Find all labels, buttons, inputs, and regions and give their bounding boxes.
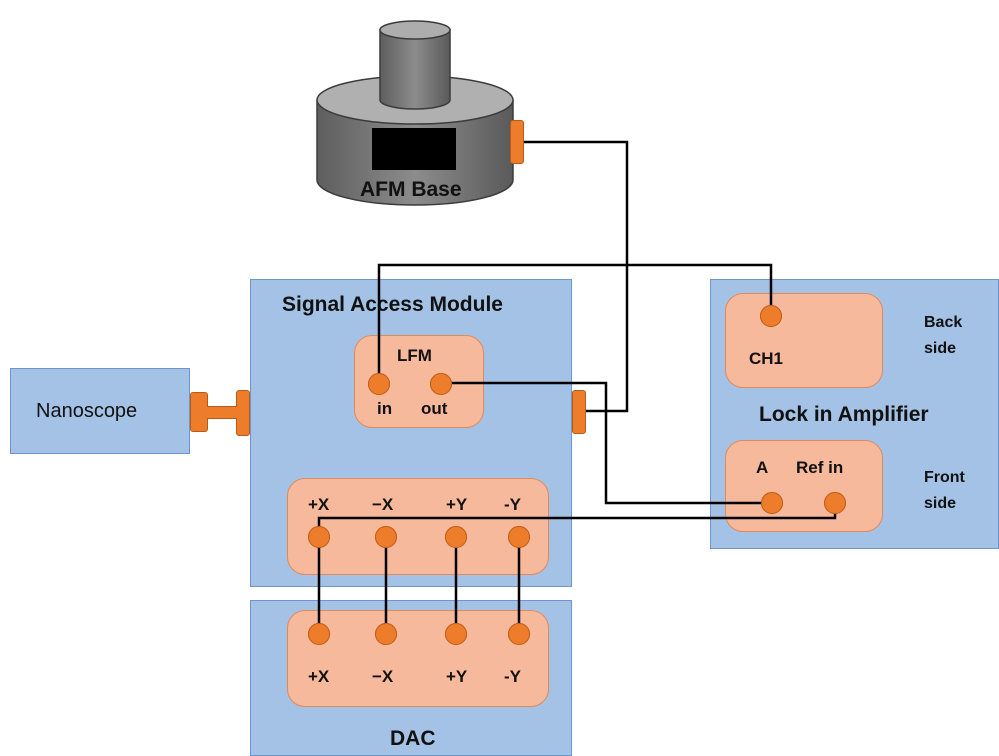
lfm-out-port-top bbox=[430, 373, 452, 395]
front-side-label: Front side bbox=[924, 469, 965, 512]
front-side-panel: A Ref in bbox=[725, 440, 883, 532]
back-side-label: Back side bbox=[924, 314, 963, 357]
sam-port-label-2: +Y bbox=[446, 495, 468, 514]
lfm-in-port-top bbox=[368, 373, 390, 395]
dac-port-label-3: -Y bbox=[504, 667, 521, 686]
ref-in-port-top bbox=[824, 492, 846, 514]
a-port-top bbox=[761, 492, 783, 514]
lfm-in-label: in bbox=[377, 399, 393, 418]
dac-port-label-0: +X bbox=[308, 667, 330, 686]
sam-port-label-0: +X bbox=[308, 495, 330, 514]
dac-port-xplus-top bbox=[308, 623, 330, 645]
ref-in-label: Ref in bbox=[796, 458, 844, 477]
nanoscope-link bbox=[207, 406, 237, 419]
lock-in-title: Lock in Amplifier bbox=[759, 403, 929, 426]
nanoscope-connector bbox=[190, 392, 208, 432]
lfm-title: LFM bbox=[397, 346, 432, 365]
dac-port-label-2: +Y bbox=[446, 667, 468, 686]
nanoscope-label: Nanoscope bbox=[36, 400, 138, 422]
sam-port-yplus-top bbox=[445, 526, 467, 548]
a-label: A bbox=[756, 458, 769, 477]
sam-port-label-1: −X bbox=[372, 495, 394, 514]
dac-port-yminus-top bbox=[508, 623, 530, 645]
sam-right-connector bbox=[572, 390, 586, 434]
nanoscope-box: Nanoscope bbox=[10, 368, 190, 454]
back-side-panel: CH1 bbox=[725, 293, 883, 388]
ch1-port-top bbox=[760, 305, 782, 327]
ch1-label: CH1 bbox=[749, 349, 784, 368]
dac-panel: +X −X +Y -Y bbox=[287, 610, 549, 707]
lfm-out-label: out bbox=[421, 399, 448, 418]
sam-xy-panel: +X −X +Y -Y bbox=[287, 478, 549, 575]
afm-base-drawing bbox=[316, 20, 514, 206]
dac-title: DAC bbox=[390, 727, 436, 750]
dac-port-yplus-top bbox=[445, 623, 467, 645]
afm-base-connector bbox=[510, 120, 524, 164]
afm-base-label: AFM Base bbox=[360, 178, 462, 201]
sam-port-xminus-top bbox=[375, 526, 397, 548]
sam-title: Signal Access Module bbox=[282, 293, 503, 316]
sam-port-xplus-top bbox=[308, 526, 330, 548]
sam-port-yminus-top bbox=[508, 526, 530, 548]
afm-base: AFM Base bbox=[300, 10, 530, 210]
sam-left-connector bbox=[236, 390, 250, 436]
dac-port-label-1: −X bbox=[372, 667, 394, 686]
dac-port-xminus-top bbox=[375, 623, 397, 645]
sam-port-label-3: -Y bbox=[504, 495, 521, 514]
